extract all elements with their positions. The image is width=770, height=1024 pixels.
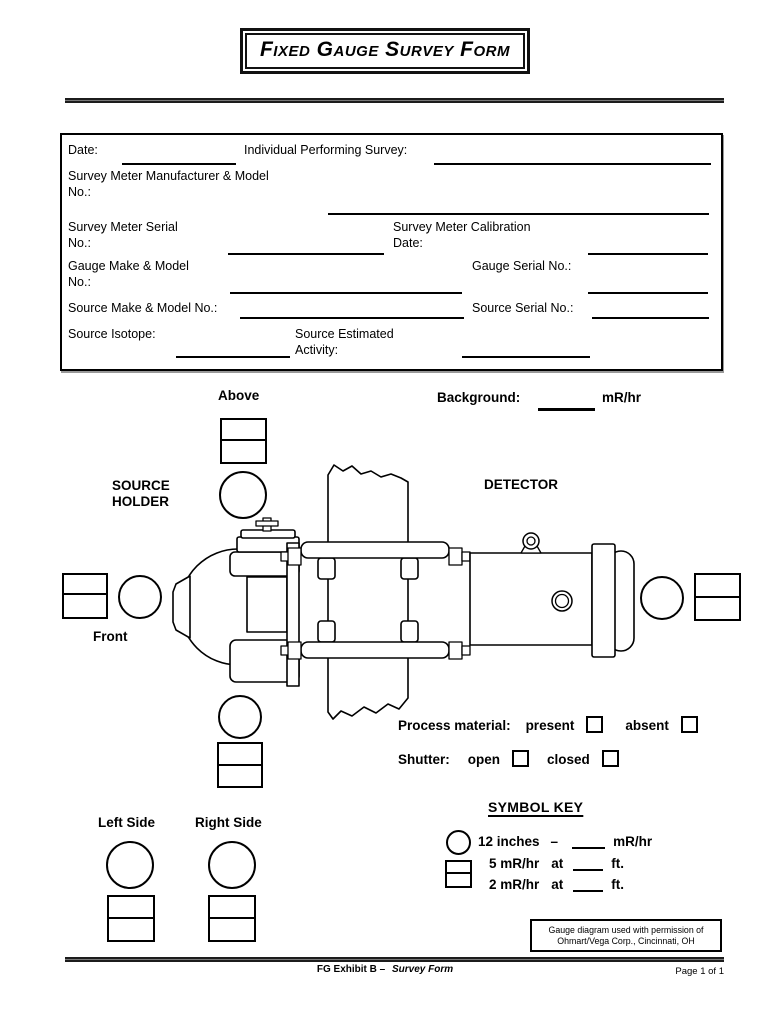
footer-exhibit-title: Survey Form: [391, 964, 454, 975]
left-side-reading-circle: [106, 841, 154, 889]
right-side-reading-circle: [208, 841, 256, 889]
shutter-label: Shutter:: [398, 752, 450, 767]
below-reading-circle: [218, 695, 262, 739]
source-isotope-label: Source Isotope:: [68, 327, 156, 341]
key-12in-field[interactable]: [572, 833, 606, 849]
footer-exhibit-prefix: FG Exhibit B –: [316, 964, 386, 975]
background-field[interactable]: [538, 390, 595, 411]
source-serial-field[interactable]: [592, 296, 709, 319]
background-label: Background:: [437, 390, 521, 405]
top-rule: [65, 98, 724, 103]
page-title: Fixed Gauge Survey Form: [259, 38, 511, 61]
shutter-row: Shutter: open closed: [398, 749, 619, 767]
meter-calibration-label: Survey Meter Calibration Date:: [393, 220, 531, 250]
symbol-key-title: SYMBOL KEY: [488, 799, 584, 815]
gauge-diagram: [172, 464, 635, 720]
right-side-label: Right Side: [195, 815, 262, 830]
meter-make-model-field[interactable]: [328, 192, 709, 215]
meter-calibration-field[interactable]: [588, 232, 708, 255]
permission-note: Gauge diagram used with permission of Oh…: [530, 919, 722, 952]
key-5mrhr-field[interactable]: [573, 855, 604, 871]
below-reading-box: [217, 742, 263, 788]
rear-reading-circle: [640, 576, 684, 620]
meter-serial-label: Survey Meter Serial No.:: [68, 220, 178, 250]
individual-field[interactable]: [434, 143, 711, 165]
above-reading-box: [220, 418, 267, 464]
meter-serial-field[interactable]: [228, 232, 384, 255]
shutter-open-checkbox[interactable]: [512, 749, 529, 767]
gauge-make-model-label: Gauge Make & Model No.:: [68, 259, 189, 289]
present-label: present: [525, 718, 575, 733]
date-field[interactable]: [122, 143, 236, 165]
gauge-serial-field[interactable]: [588, 271, 708, 294]
key-2mrhr-field[interactable]: [573, 876, 604, 892]
individual-label: Individual Performing Survey:: [244, 143, 408, 157]
source-serial-label: Source Serial No.:: [472, 301, 574, 315]
meter-make-model-label: Survey Meter Manufacturer & Model No.:: [68, 169, 269, 199]
detector-label: DETECTOR: [484, 477, 559, 492]
right-side-reading-box: [208, 895, 256, 942]
absent-label: absent: [625, 718, 669, 733]
survey-form-fields: Date: Individual Performing Survey: Surv…: [60, 133, 723, 371]
key-circle-symbol: [446, 830, 471, 855]
key-line-12-inches: 12 inches – mR/hr: [478, 833, 653, 849]
gauge-serial-label: Gauge Serial No.:: [472, 259, 572, 273]
front-label: Front: [93, 629, 128, 644]
process-present-checkbox[interactable]: [586, 715, 604, 733]
left-side-reading-box: [107, 895, 155, 942]
above-reading-circle: [219, 471, 267, 519]
above-label: Above: [218, 388, 260, 403]
background-unit: mR/hr: [602, 390, 642, 405]
key-line-5mrhr: 5 mR/hr at ft.: [489, 855, 625, 871]
source-activity-field[interactable]: [462, 335, 590, 358]
source-isotope-field[interactable]: [176, 335, 290, 358]
shutter-closed-checkbox[interactable]: [601, 749, 619, 767]
key-box-symbol: [445, 860, 472, 888]
page-number: Page 1 of 1: [675, 966, 724, 977]
process-absent-checkbox[interactable]: [680, 715, 698, 733]
footer-exhibit: FG Exhibit B – Survey Form: [0, 964, 770, 975]
bottom-rule: [65, 957, 724, 962]
process-material-row: Process material: present absent: [398, 715, 698, 733]
title-box: Fixed Gauge Survey Form: [239, 28, 531, 74]
rear-reading-box: [694, 573, 741, 621]
title-banner: Fixed Gauge Survey Form: [0, 28, 770, 74]
key-line-2mrhr: 2 mR/hr at ft.: [489, 876, 625, 892]
closed-label: closed: [547, 752, 590, 767]
left-side-label: Left Side: [98, 815, 156, 830]
front-reading-circle: [118, 575, 162, 619]
open-label: open: [467, 752, 500, 767]
source-make-model-label: Source Make & Model No.:: [68, 301, 218, 315]
date-label: Date:: [68, 143, 98, 157]
process-material-label: Process material:: [398, 718, 511, 733]
gauge-make-model-field[interactable]: [230, 271, 462, 294]
source-make-model-field[interactable]: [240, 296, 464, 319]
source-activity-label: Source Estimated Activity:: [295, 327, 394, 357]
key-dash: –: [550, 833, 559, 849]
source-holder-label: SOURCE HOLDER: [112, 478, 170, 509]
front-reading-box: [62, 573, 108, 619]
